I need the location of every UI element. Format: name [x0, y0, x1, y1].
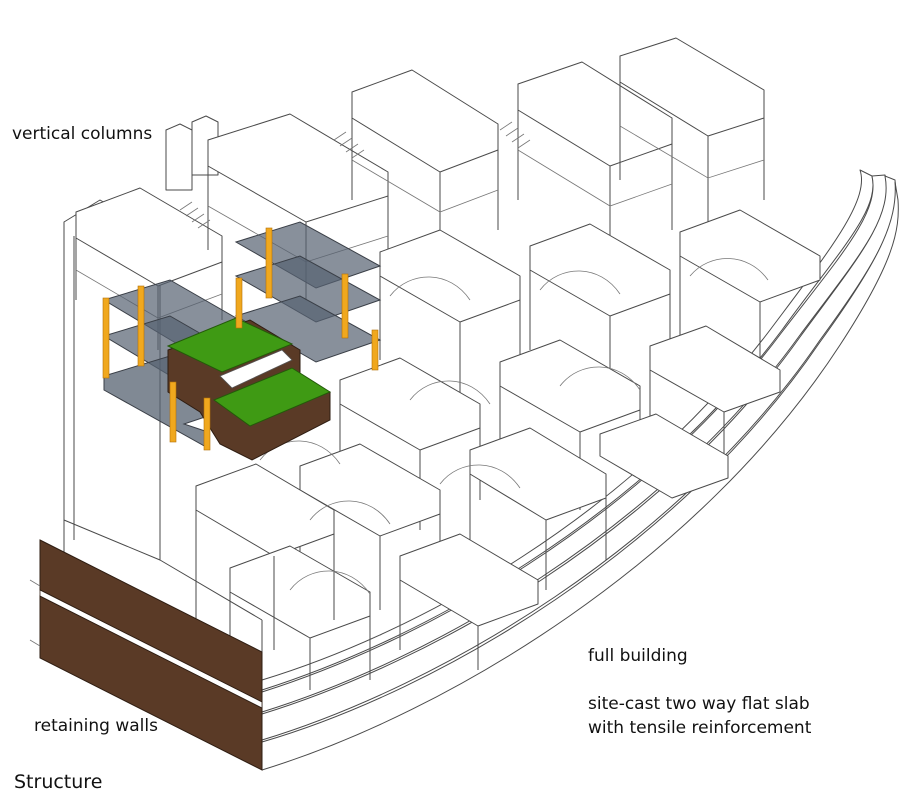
column-7 [341, 273, 349, 339]
column-3 [169, 381, 177, 443]
column-8 [371, 329, 379, 371]
stepped-modules [159, 209, 821, 690]
green-deck-lower [212, 367, 332, 427]
label-slab-line-2: with tensile reinforcement [588, 718, 812, 738]
retaining-walls [29, 539, 263, 771]
top-modules [75, 37, 765, 350]
column-4 [203, 397, 211, 451]
label-vertical-columns: vertical columns [12, 124, 153, 144]
unit-stair [219, 349, 293, 389]
column-2 [137, 285, 145, 367]
label-retaining-walls: retaining walls [34, 716, 158, 736]
column-1 [102, 297, 110, 379]
label-full-building: full building [588, 646, 688, 666]
column-6 [265, 227, 273, 299]
diagram-caption: Structure [14, 771, 103, 793]
label-slab-line-1: site-cast two way flat slab [588, 694, 810, 714]
podium-base [261, 169, 899, 771]
green-deck-upper [166, 317, 294, 373]
column-5 [235, 277, 243, 329]
highlighted-unit [102, 221, 382, 461]
